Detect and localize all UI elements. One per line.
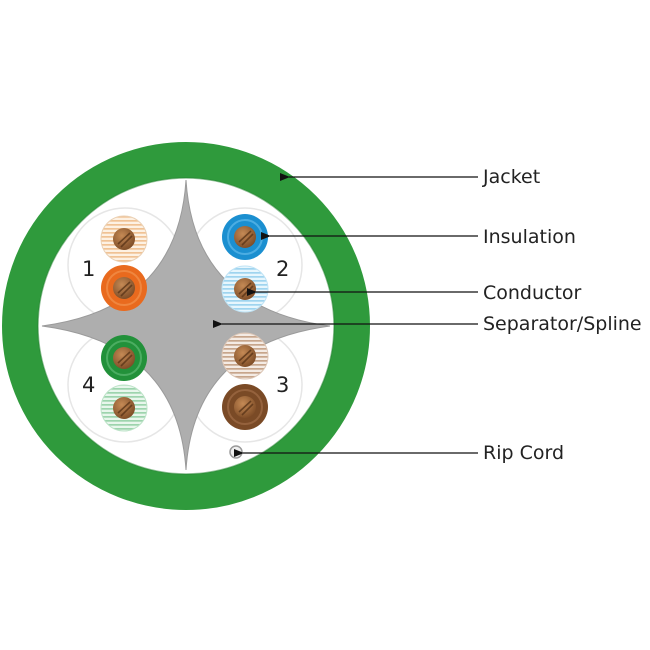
pair-2-number: 2 xyxy=(276,257,289,281)
conductor-strand-marks xyxy=(117,230,254,417)
pair-1-wire-orange-ring xyxy=(106,270,142,306)
jacket-ring xyxy=(2,142,370,510)
callout-lines xyxy=(213,173,478,457)
separator-label: Separator/Spline xyxy=(483,313,642,335)
pair-1-number: 1 xyxy=(82,257,95,281)
pair-3 xyxy=(221,332,269,430)
pair-3-wire-brown-ring xyxy=(227,389,263,425)
pair-4-wire-green-ring xyxy=(106,340,142,376)
insulation-label: Insulation xyxy=(483,226,576,248)
jacket-inner-edge xyxy=(37,177,335,475)
rip-cord-label: Rip Cord xyxy=(483,442,564,464)
conductor-label: Conductor xyxy=(483,282,582,304)
pair-3-number: 3 xyxy=(276,373,289,397)
jacket-label: Jacket xyxy=(482,166,540,188)
pair-4-number: 4 xyxy=(82,373,95,397)
rip-cord xyxy=(229,445,243,459)
